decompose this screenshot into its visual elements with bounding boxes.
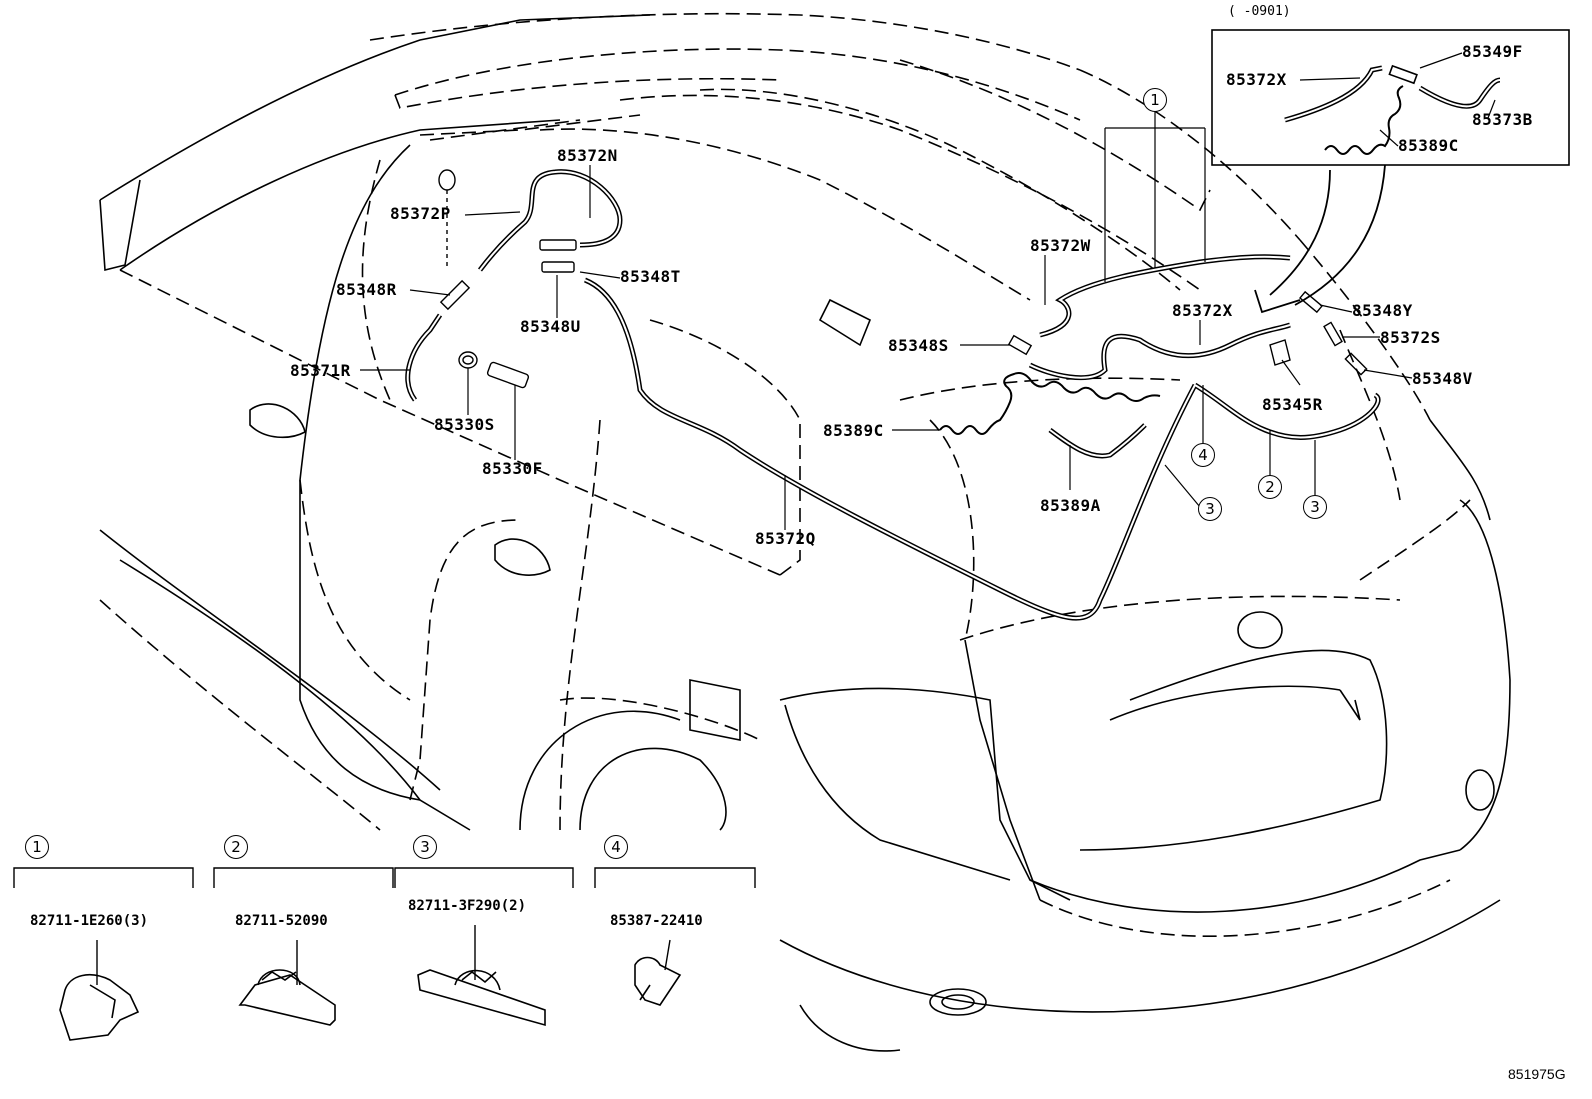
part-label-85348U[interactable]: 85348U [520,317,581,336]
part-label-85372P[interactable]: 85372P [390,204,451,223]
part-label-85348R[interactable]: 85348R [336,280,397,299]
inset-connector [1388,64,1418,85]
part-label-85372Q[interactable]: 85372Q [755,529,816,548]
inset-label-85372X[interactable]: 85372X [1226,70,1287,89]
part-label-85371R[interactable]: 85371R [290,361,351,380]
part-label-85389A[interactable]: 85389A [1040,496,1101,515]
inset-label-85349F[interactable]: 85349F [1462,42,1523,61]
clip-sketches [59,956,682,1041]
part-label-85348V[interactable]: 85348V [1412,369,1473,388]
washer-hose-inner [406,170,1380,620]
part-label-85348Y[interactable]: 85348Y [1352,301,1413,320]
part-label-85330S[interactable]: 85330S [434,415,495,434]
clip-callout-3: 3 [413,835,437,859]
callout-1[interactable]: 1 [1143,88,1167,112]
callout-2[interactable]: 2 [1258,475,1282,499]
connectors [438,169,1368,389]
clip-part-number-3[interactable]: 82711-3F290(2) [408,898,527,914]
part-label-85330F[interactable]: 85330F [482,459,543,478]
clip-part-number-2[interactable]: 82711-52090 [235,913,328,929]
part-label-85348T[interactable]: 85348T [620,267,681,286]
vehicle-body-outline [99,14,1511,1052]
clip-part-number-4[interactable]: 85387-22410 [610,913,703,929]
illustration-code: 851975G [1508,1066,1566,1082]
clip-callout-2: 2 [224,835,248,859]
inset-label-85373B[interactable]: 85373B [1472,110,1533,129]
part-label-85345R[interactable]: 85345R [1262,395,1323,414]
leader-lines [360,52,1496,530]
inset-label-85389C[interactable]: 85389C [1398,136,1459,155]
inset-arrow [1254,164,1386,314]
clip-table-lines [13,867,756,985]
clip-callout-1: 1 [25,835,49,859]
part-label-85372S[interactable]: 85372S [1380,328,1441,347]
part-label-85348S[interactable]: 85348S [888,336,949,355]
clip-part-number-1[interactable]: 82711-1E260(3) [30,913,149,929]
inset-frame [1211,29,1570,166]
part-label-85372W[interactable]: 85372W [1030,236,1091,255]
coiled-hose [939,372,1161,435]
callout-3-left[interactable]: 3 [1198,497,1222,521]
part-label-85372N[interactable]: 85372N [557,146,618,165]
washer-hose-main [405,169,1381,621]
vehicle-hidden-lines [99,12,1471,938]
part-label-85372X[interactable]: 85372X [1172,301,1233,320]
callout-3-right[interactable]: 3 [1303,495,1327,519]
inset-date-note: ( -0901) [1228,4,1291,19]
part-label-85389C[interactable]: 85389C [823,421,884,440]
callout-4[interactable]: 4 [1191,443,1215,467]
inset-hoses-inner [1284,67,1501,121]
clip-callout-4: 4 [604,835,628,859]
inset-coil [1324,85,1404,155]
